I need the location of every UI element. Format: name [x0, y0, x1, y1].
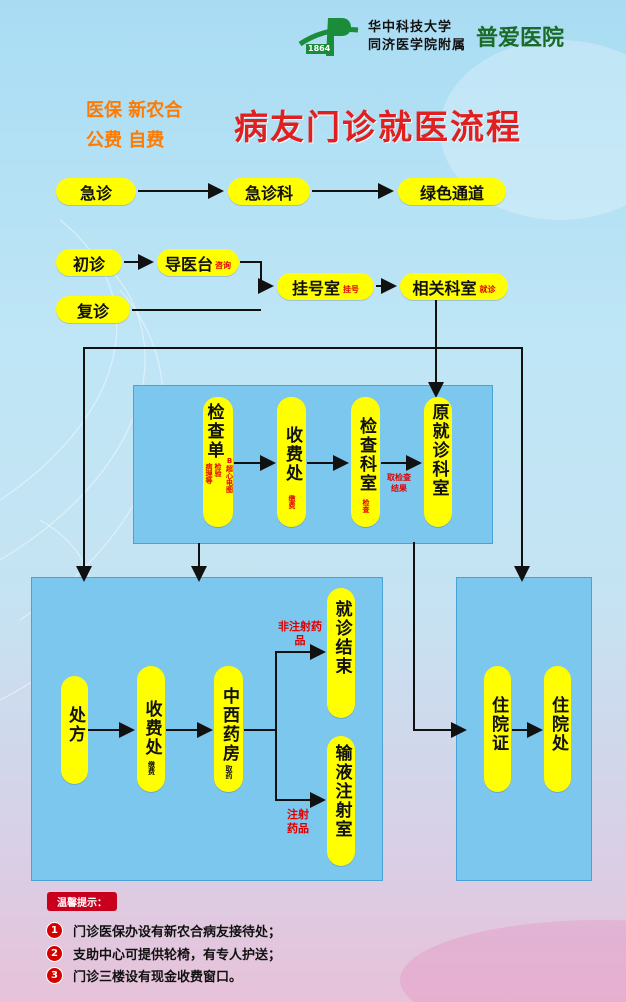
exam-slip-note1: 检验 — [214, 463, 222, 477]
tip-item: 1 门诊医保办设有新农合病友接待处； — [46, 921, 281, 940]
tip-item: 3 门诊三楼设有现金收费窗口。 — [46, 966, 242, 985]
node-pharmacy: 中西药房 取药 — [214, 666, 243, 792]
tip-text: 门诊医保办设有新农合病友接待处； — [73, 925, 282, 940]
original-dept-label: 原就诊科室 — [428, 403, 449, 498]
node-admission-cert: 住院证 — [484, 666, 511, 792]
tip-item: 2 支助中心可提供轮椅，有专人护送； — [46, 944, 281, 963]
tip-number: 1 — [46, 922, 63, 939]
hospital-name: 普爱医院 — [476, 25, 565, 51]
node-emergency: 急诊 — [56, 178, 136, 205]
tip-number: 3 — [46, 967, 63, 984]
node-registration: 挂号室 挂号 — [277, 273, 374, 300]
tips-label: 温馨提示： — [47, 892, 117, 911]
node-cashier-pharmacy: 收费处 缴费 — [137, 666, 165, 792]
registration-note: 挂号 — [343, 285, 359, 294]
pharmacy-note: 取药 — [225, 765, 233, 779]
node-original-dept: 原就诊科室 — [424, 397, 452, 527]
exam-slip-label: 检查单 — [203, 403, 224, 460]
node-related-dept: 相关科室 就诊 — [400, 273, 508, 300]
related-dept-note: 就诊 — [479, 285, 496, 294]
admission-office-label: 住院处 — [548, 696, 568, 753]
node-prescription: 处方 — [61, 676, 88, 784]
insurance-categories-line1: 医保 新农合 — [86, 100, 183, 121]
exam-slip-note3: B超 — [225, 457, 234, 472]
cashier-exam-note: 缴费 — [288, 494, 296, 509]
tip-text: 门诊三楼设有现金收费窗口。 — [73, 970, 243, 985]
tip-number: 2 — [46, 945, 63, 962]
exam-slip-note2: 病理等 — [205, 463, 213, 484]
node-admission-office: 住院处 — [544, 666, 571, 792]
exam-slip-note4: 心电图 — [225, 472, 234, 493]
exam-dept-label: 检查科室 — [356, 417, 376, 493]
injection-label: 注射药品 — [287, 808, 309, 835]
node-cashier-exam: 收费处 缴费 — [277, 397, 306, 527]
node-guide-desk: 导医台 咨询 — [157, 249, 239, 276]
registration-label: 挂号室 — [291, 278, 340, 298]
node-infusion-room: 输液注射室 — [327, 736, 355, 866]
admission-cert-label: 住院证 — [488, 696, 508, 753]
node-return-visit: 复诊 — [56, 296, 130, 323]
pharmacy-label: 中西药房 — [219, 687, 239, 763]
logo-year: 1864 — [308, 44, 331, 53]
insurance-categories-line2: 公费 自费 — [86, 130, 165, 151]
node-green-channel: 绿色通道 — [398, 178, 506, 205]
node-emergency-dept: 急诊科 — [228, 178, 310, 205]
hospital-logo: 1864 — [298, 14, 360, 58]
related-dept-label: 相关科室 — [412, 278, 477, 298]
page-title: 病友门诊就医流程 — [234, 108, 522, 148]
end-visit-label: 就诊结束 — [331, 600, 352, 676]
guide-desk-note: 咨询 — [215, 261, 231, 270]
college-name: 同济医学院附属 — [368, 38, 467, 53]
node-exam-dept: 检查科室 检查 — [351, 397, 380, 527]
exam-dept-note: 检查 — [362, 499, 370, 513]
cashier-pharmacy-note: 缴费 — [147, 760, 156, 775]
tip-text: 支助中心可提供轮椅，有专人护送； — [73, 948, 282, 963]
get-results-label: 取检查结果 — [387, 473, 411, 493]
node-first-visit: 初诊 — [56, 249, 122, 276]
university-name: 华中科技大学 — [368, 20, 453, 35]
cashier-pharmacy-label: 收费处 — [141, 699, 162, 757]
node-exam-slip: 检查单 检验 病理等 B超 心电图 — [203, 397, 234, 527]
cashier-exam-label: 收费处 — [282, 425, 302, 483]
guide-desk-label: 导医台 — [164, 254, 213, 274]
non-injection-label: 非注射药品 — [278, 620, 322, 647]
prescription-label: 处方 — [65, 706, 85, 744]
node-end-visit: 就诊结束 — [327, 588, 355, 718]
infusion-room-label: 输液注射室 — [331, 744, 352, 839]
